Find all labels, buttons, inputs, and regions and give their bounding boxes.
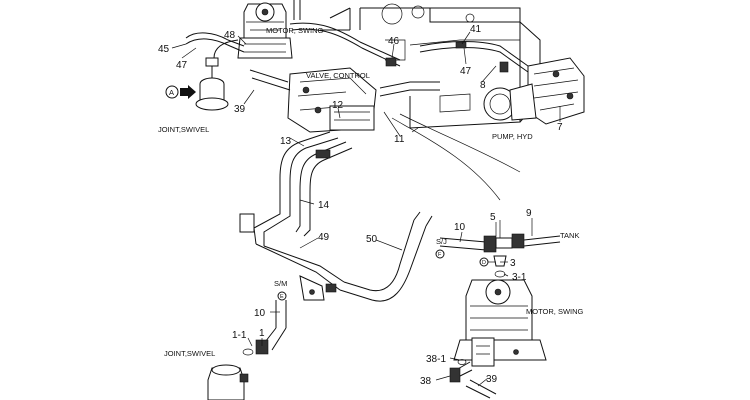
sm-tag: S/M E — [274, 279, 287, 301]
callout-1-1: 1-1 — [232, 330, 247, 341]
callout-3: 3 — [510, 258, 516, 269]
callout-8: 8 — [480, 80, 486, 91]
callout-46: 46 — [388, 36, 400, 47]
callout-1: 1 — [259, 328, 265, 339]
sm-label: S/M — [274, 279, 287, 288]
name-valve-control: VALVE, CONTROL — [306, 71, 370, 80]
sj-label: S/J — [436, 237, 447, 246]
callout-47-right: 47 — [460, 66, 472, 77]
name-tank: TANK — [560, 231, 579, 240]
upper-hoses — [185, 22, 529, 201]
sj-sub: F — [438, 252, 442, 258]
callout-38-1: 38-1 — [426, 354, 446, 365]
fitting-38 — [449, 359, 497, 399]
name-joint-swivel-detail: JOINT,SWIVEL — [164, 349, 215, 358]
callout-12: 12 — [332, 100, 344, 111]
callout-39-bottom: 39 — [486, 374, 498, 385]
view-a-letter: A — [169, 88, 174, 97]
callout-47-left: 47 — [176, 60, 188, 71]
component-names: MOTOR, SWING VALVE, CONTROL PUMP, HYD JO… — [158, 26, 584, 358]
callout-39-top: 39 — [234, 104, 246, 115]
callout-49: 49 — [318, 232, 330, 243]
callout-7: 7 — [557, 122, 563, 133]
callout-45: 45 — [158, 44, 170, 55]
callout-14: 14 — [318, 200, 330, 211]
name-pump-hyd: PUMP, HYD — [492, 132, 533, 141]
control-valve — [287, 67, 377, 133]
bubble-d: D — [479, 257, 489, 267]
callout-10-right: 10 — [454, 222, 466, 233]
sm-sub: E — [280, 294, 284, 300]
sj-tag: S/J F — [435, 237, 447, 259]
callout-11: 11 — [394, 134, 405, 145]
tank-fittings — [439, 220, 561, 278]
callout-41: 41 — [470, 24, 482, 35]
motor-swing-detail — [453, 279, 547, 367]
callout-labels: 45 47 48 39 41 46 47 8 7 12 13 11 14 49 … — [158, 24, 563, 387]
callout-5: 5 — [490, 212, 496, 223]
name-joint-swivel-top: JOINT,SWIVEL — [158, 125, 209, 134]
bubble-d-letter: D — [482, 260, 486, 266]
callout-10-left: 10 — [254, 308, 266, 319]
swivel-joint-detail — [207, 300, 287, 400]
name-motor-swing-detail: MOTOR, SWING — [526, 307, 584, 316]
callout-48: 48 — [224, 30, 236, 41]
view-a-marker: A — [165, 85, 196, 99]
return-tubes — [239, 131, 433, 302]
hydraulic-pump — [483, 57, 585, 125]
callout-13: 13 — [280, 136, 292, 147]
callout-50: 50 — [366, 234, 378, 245]
swivel-joint-top — [195, 57, 229, 111]
callout-9: 9 — [526, 208, 532, 219]
callout-3-1: 3-1 — [512, 272, 527, 283]
motor-swing-top — [237, 0, 301, 59]
leader-lines — [171, 31, 561, 387]
callout-38: 38 — [420, 376, 432, 387]
name-motor-swing-top: MOTOR, SWING — [266, 26, 324, 35]
